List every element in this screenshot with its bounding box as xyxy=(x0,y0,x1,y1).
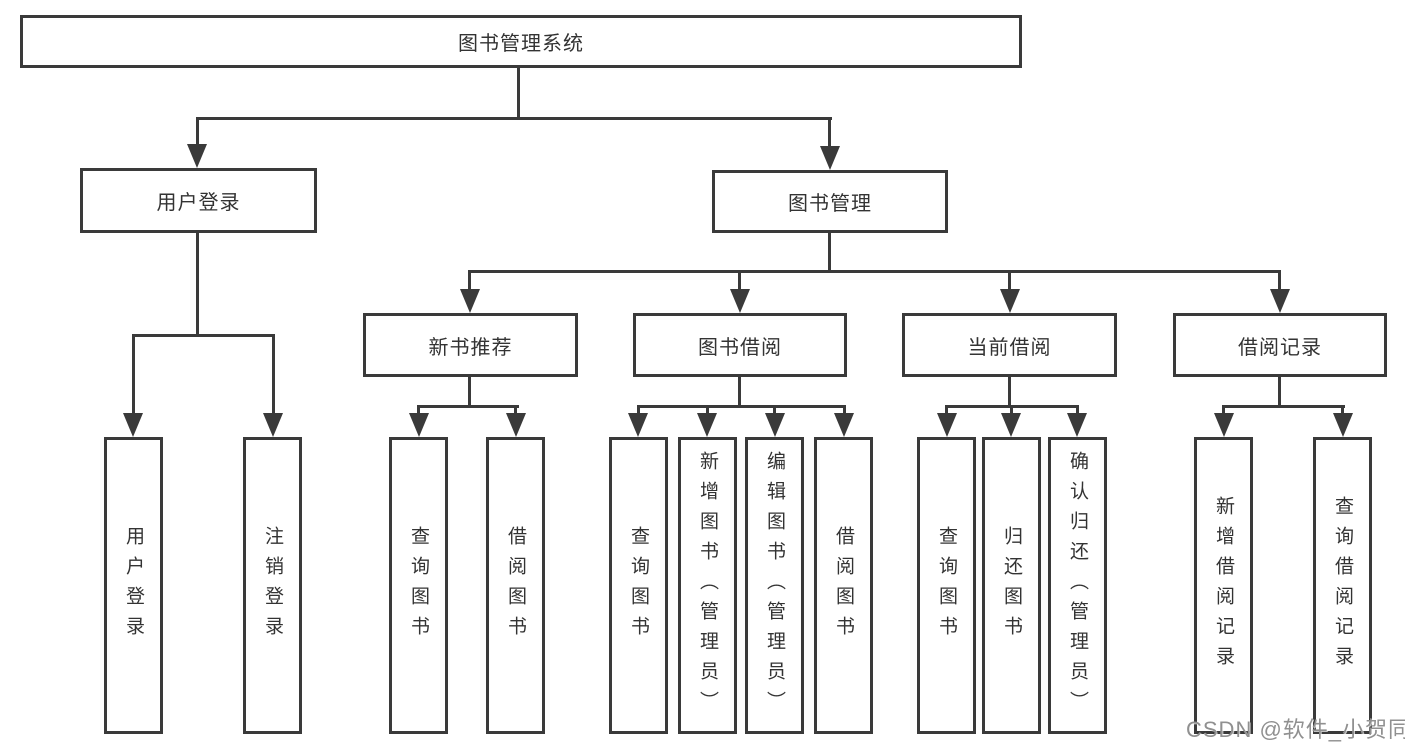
leaf-add-books-admin: 新增图书（管理员） xyxy=(678,437,737,734)
node-user-login-label: 用户登录 xyxy=(156,192,241,214)
connector-line xyxy=(1222,405,1225,417)
leaf-add-borrow-record: 新增借阅记录 xyxy=(1194,437,1253,734)
leaf-edit-books-admin: 编辑图书（管理员） xyxy=(745,437,804,734)
node-borrowing-records-label: 借阅记录 xyxy=(1238,336,1322,359)
connector-line xyxy=(1008,270,1011,292)
connector-line xyxy=(417,405,420,417)
arrow-down-icon xyxy=(628,413,648,437)
leaf-user-login: 用户登录 xyxy=(104,437,163,734)
leaf-query-books-recommend-label: 查询图书 xyxy=(408,525,429,646)
arrow-down-icon xyxy=(765,413,785,437)
connector-line xyxy=(132,334,135,416)
arrow-down-icon xyxy=(123,413,143,437)
leaf-query-books-borrowing-label: 查询图书 xyxy=(628,525,649,646)
connector-line xyxy=(738,270,741,292)
leaf-query-books-current: 查询图书 xyxy=(917,437,976,734)
connector-line xyxy=(417,405,519,408)
connector-line xyxy=(468,377,471,408)
node-root: 图书管理系统 xyxy=(20,15,1022,68)
connector-line xyxy=(468,270,471,292)
connector-line xyxy=(843,405,846,417)
connector-line xyxy=(272,334,275,416)
leaf-query-books-borrowing: 查询图书 xyxy=(609,437,668,734)
arrow-down-icon xyxy=(834,413,854,437)
leaf-return-books-label: 归还图书 xyxy=(1001,525,1022,646)
connector-line xyxy=(1010,405,1013,417)
leaf-query-books-recommend: 查询图书 xyxy=(389,437,448,734)
connector-line xyxy=(1341,405,1344,417)
connector-line xyxy=(196,117,832,120)
arrow-down-icon xyxy=(460,289,480,313)
connector-line xyxy=(706,405,709,417)
arrow-down-icon xyxy=(697,413,717,437)
leaf-confirm-return-admin: 确认归还（管理员） xyxy=(1048,437,1107,734)
connector-line xyxy=(196,117,199,147)
arrow-down-icon xyxy=(1270,289,1290,313)
leaf-user-login-label: 用户登录 xyxy=(123,525,144,646)
arrow-down-icon xyxy=(409,413,429,437)
leaf-add-books-admin-label: 新增图书（管理员） xyxy=(697,450,718,721)
arrow-down-icon xyxy=(937,413,957,437)
watermark: CSDN @软件_小贺同学 xyxy=(1186,717,1405,742)
connector-line xyxy=(773,405,776,417)
leaf-query-borrow-record: 查询借阅记录 xyxy=(1313,437,1372,734)
arrow-down-icon xyxy=(1000,289,1020,313)
arrow-down-icon xyxy=(1214,413,1234,437)
leaf-query-books-current-label: 查询图书 xyxy=(936,525,957,646)
node-book-management-label: 图书管理 xyxy=(788,193,872,215)
connector-line xyxy=(828,117,831,149)
connector-line xyxy=(1076,405,1079,417)
leaf-return-books: 归还图书 xyxy=(982,437,1041,734)
node-root-label: 图书管理系统 xyxy=(458,33,584,55)
connector-line xyxy=(945,405,948,417)
connector-line xyxy=(1278,270,1281,292)
connector-line xyxy=(738,377,741,408)
node-book-management: 图书管理 xyxy=(712,170,948,233)
arrow-down-icon xyxy=(1001,413,1021,437)
node-book-borrowing: 图书借阅 xyxy=(633,313,847,377)
connector-line xyxy=(637,405,640,417)
connector-line xyxy=(828,233,831,273)
arrow-down-icon xyxy=(506,413,526,437)
connector-line xyxy=(132,334,275,337)
connector-line xyxy=(637,405,846,408)
arrow-down-icon xyxy=(263,413,283,437)
connector-line xyxy=(1278,377,1281,408)
connector-line xyxy=(196,233,199,337)
leaf-logout: 注销登录 xyxy=(243,437,302,734)
leaf-edit-books-admin-label: 编辑图书（管理员） xyxy=(764,450,785,721)
connector-line xyxy=(517,68,520,118)
node-current-borrowing-label: 当前借阅 xyxy=(967,336,1052,359)
node-borrowing-records: 借阅记录 xyxy=(1173,313,1387,377)
node-user-login: 用户登录 xyxy=(80,168,317,233)
arrow-down-icon xyxy=(187,144,207,168)
leaf-logout-label: 注销登录 xyxy=(262,525,283,646)
connector-line xyxy=(1222,405,1345,408)
connector-line xyxy=(514,405,517,417)
arrow-down-icon xyxy=(1333,413,1353,437)
connector-line xyxy=(1008,377,1011,408)
leaf-add-borrow-record-label: 新增借阅记录 xyxy=(1213,495,1234,676)
node-book-borrowing-label: 图书借阅 xyxy=(698,336,782,359)
node-new-book-recommend-label: 新书推荐 xyxy=(428,336,513,359)
leaf-borrow-books-borrowing: 借阅图书 xyxy=(814,437,873,734)
leaf-borrow-books-recommend-label: 借阅图书 xyxy=(505,525,526,646)
leaf-confirm-return-admin-label: 确认归还（管理员） xyxy=(1067,450,1088,721)
node-new-book-recommend: 新书推荐 xyxy=(363,313,578,377)
arrow-down-icon xyxy=(1067,413,1087,437)
arrow-down-icon xyxy=(730,289,750,313)
leaf-borrow-books-recommend: 借阅图书 xyxy=(486,437,545,734)
connector-line xyxy=(468,270,1281,273)
node-current-borrowing: 当前借阅 xyxy=(902,313,1117,377)
leaf-query-borrow-record-label: 查询借阅记录 xyxy=(1332,495,1353,676)
arrow-down-icon xyxy=(820,146,840,170)
leaf-borrow-books-borrowing-label: 借阅图书 xyxy=(833,525,854,646)
